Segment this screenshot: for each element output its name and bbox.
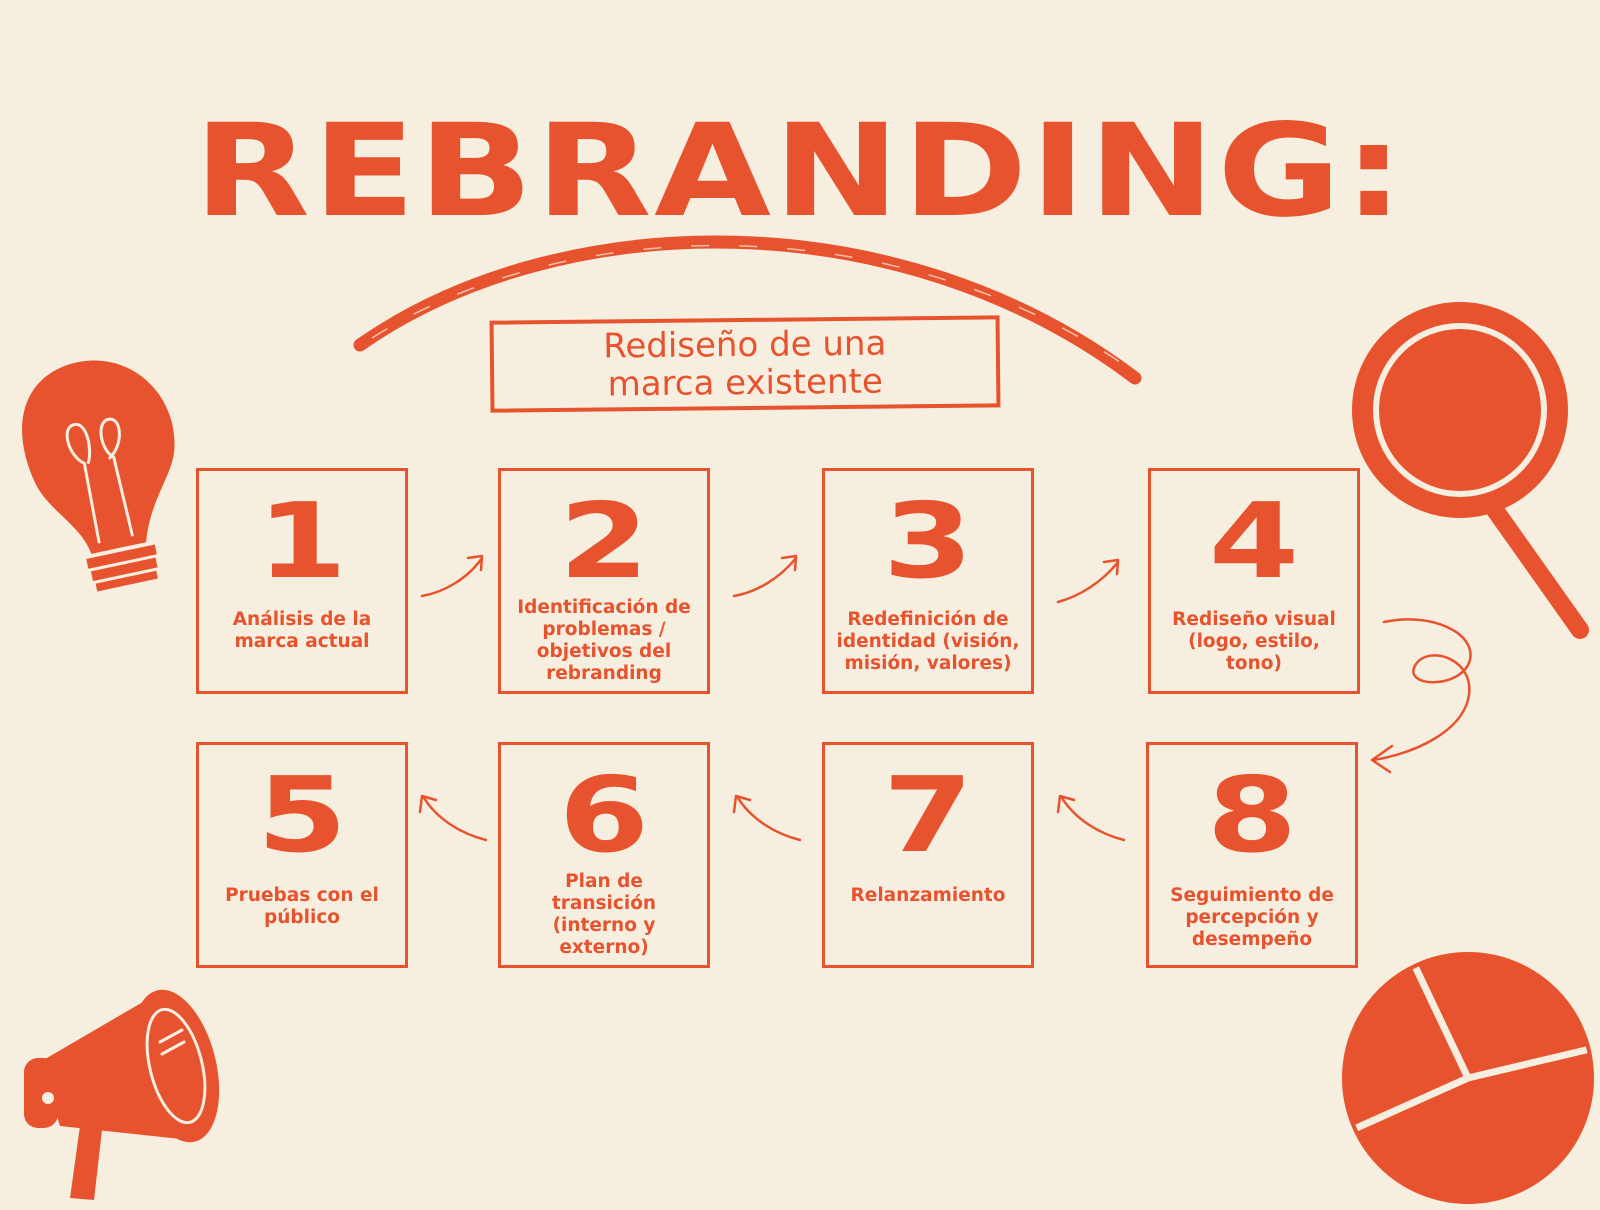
step-label: Relanzamiento	[850, 885, 1006, 906]
step-2: 2 Identificación de problemas / objetivo…	[498, 468, 710, 694]
arrow-right-icon	[420, 554, 484, 598]
step-label: Identificación de problemas / objetivos …	[517, 597, 691, 684]
magnifier-icon	[1352, 302, 1589, 639]
step-label: Pruebas con el público	[225, 885, 379, 928]
step-5: 5 Pruebas con el público	[196, 742, 408, 968]
step-label: Redefinición de identidad (visión, misió…	[836, 609, 1020, 674]
lightbulb-icon	[22, 360, 175, 592]
step-number: 3	[882, 480, 974, 602]
step-7: 7 Relanzamiento	[822, 742, 1034, 968]
step-number: 4	[1208, 480, 1300, 602]
step-number: 5	[256, 754, 348, 876]
step-label: Seguimiento de percepción y desempeño	[1170, 885, 1334, 950]
arrow-right-icon	[1056, 558, 1120, 604]
step-3: 3 Redefinición de identidad (visión, mis…	[822, 468, 1034, 694]
pie-chart-icon	[1342, 952, 1594, 1204]
step-number: 1	[256, 480, 348, 602]
loop-arrow-icon	[1370, 618, 1472, 774]
step-label: Plan de transición (interno y externo)	[551, 871, 657, 958]
step-4: 4 Rediseño visual (logo, estilo, tono)	[1148, 468, 1360, 694]
arrow-left-icon	[732, 794, 802, 842]
arrow-left-icon	[418, 794, 488, 842]
step-number: 2	[558, 480, 650, 602]
step-number: 8	[1206, 754, 1298, 876]
step-number: 7	[882, 754, 974, 876]
step-6: 6 Plan de transición (interno y externo)	[498, 742, 710, 968]
step-label: Rediseño visual (logo, estilo, tono)	[1172, 609, 1336, 674]
step-label: Análisis de la marca actual	[232, 609, 372, 652]
arrow-left-icon	[1056, 794, 1126, 842]
arrow-right-icon	[732, 554, 798, 598]
step-1: 1 Análisis de la marca actual	[196, 468, 408, 694]
page-title: REBRANDING:	[193, 97, 1407, 246]
step-number: 6	[558, 754, 650, 876]
step-8: 8 Seguimiento de percepción y desempeño	[1146, 742, 1358, 968]
megaphone-icon	[24, 989, 220, 1200]
